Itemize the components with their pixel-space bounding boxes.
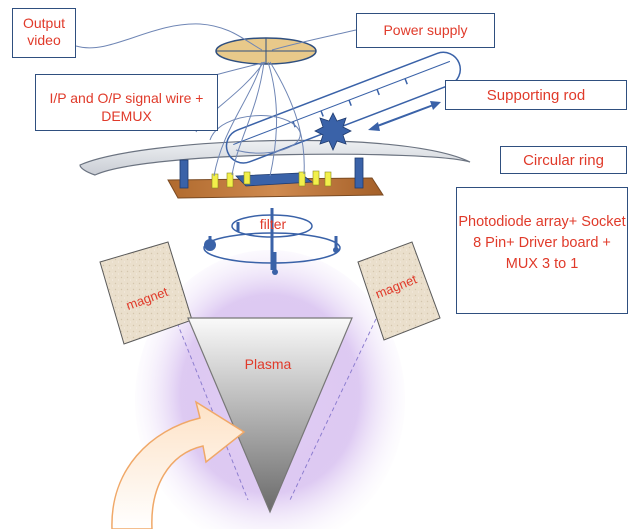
wire-2 <box>231 61 265 176</box>
filter-knob-front <box>272 269 278 275</box>
pin-5 <box>312 170 320 186</box>
io-signal-wire-label: I/P and O/P signal wire + DEMUX <box>35 74 218 131</box>
pin-4 <box>298 171 306 187</box>
plasma-cone <box>187 317 353 514</box>
power-supply-label: Power supply <box>356 13 495 48</box>
circular-ring-label: Circular ring <box>500 146 627 174</box>
board-post-right <box>354 157 364 189</box>
circular-ring <box>79 139 471 176</box>
wire-1 <box>213 61 263 177</box>
rod-motion-arrowhead-right <box>430 101 441 110</box>
gear-icon <box>314 112 352 151</box>
pin-2 <box>226 172 234 188</box>
socket-chip <box>235 172 314 187</box>
wire-3 <box>267 61 277 177</box>
supporting-rod-label: Supporting rod <box>445 80 627 110</box>
filter-knob-right <box>333 247 339 253</box>
plasma-label: Plasma <box>244 356 292 372</box>
rod-motion-arrowhead-left <box>368 122 380 131</box>
pin-3 <box>243 171 251 185</box>
pin-6 <box>324 171 332 187</box>
wire-output-video <box>75 23 263 51</box>
filter-label: filter <box>259 216 287 232</box>
magnet-right <box>357 241 441 341</box>
filter-knob-left <box>204 239 216 251</box>
magnet-left-field-line <box>171 309 249 501</box>
board-post-left <box>179 159 189 189</box>
wire-4 <box>269 61 305 175</box>
magnet-right-field-line <box>289 299 386 501</box>
wire-power-to-supply <box>271 29 357 51</box>
rod-motion-arrow <box>371 103 437 129</box>
supporting-rod <box>225 51 462 164</box>
output-video-label: Output video <box>12 8 76 58</box>
plasma-inflow-arrow <box>111 400 246 529</box>
wire-loop <box>209 115 301 154</box>
photodiode-array-label: Photodiode array+ Socket 8 Pin+ Driver b… <box>456 187 628 314</box>
pin-1 <box>211 173 219 189</box>
